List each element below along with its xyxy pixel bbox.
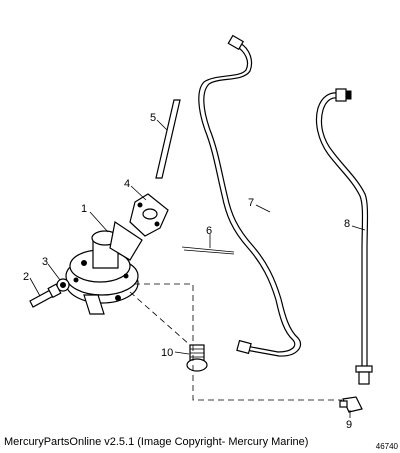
callout-7: 7	[248, 197, 254, 209]
callout-6: 6	[206, 225, 212, 237]
callouts: 1 2 3 4 5 6 7 8 9 10	[23, 112, 352, 431]
push-rod-5	[155, 99, 181, 179]
fuel-line-7	[198, 34, 302, 357]
fuel-pump-1	[65, 220, 143, 315]
fitting-10	[186, 344, 208, 372]
leader-lines	[29, 119, 366, 418]
reference-lines	[129, 283, 342, 401]
callout-1: 1	[81, 203, 87, 215]
callout-8: 8	[344, 218, 350, 230]
bolt-2	[29, 283, 62, 308]
copyright-footer: MercuryPartsOnline v2.5.1 (Image Copyrig…	[4, 436, 309, 448]
lock-washer-3	[56, 278, 70, 292]
callout-9: 9	[346, 419, 352, 431]
cotter-pin-6	[181, 246, 235, 255]
fitting-9	[339, 396, 363, 413]
callout-4: 4	[124, 178, 130, 190]
callout-5: 5	[150, 112, 156, 124]
callout-3: 3	[42, 256, 48, 268]
figure-number: 46740	[375, 442, 398, 451]
callout-2: 2	[23, 271, 29, 283]
gasket-4	[129, 193, 169, 237]
callout-10: 10	[161, 347, 173, 359]
fuel-line-8	[315, 88, 373, 385]
